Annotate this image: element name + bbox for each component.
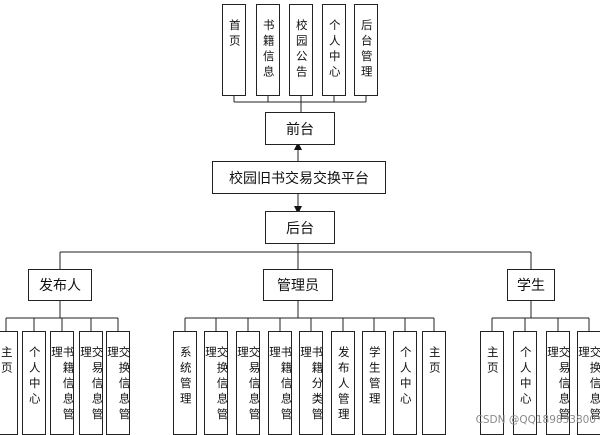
role-student: 学生 — [507, 269, 555, 301]
admin-module-system-mgmt: 系统管理 — [173, 331, 197, 435]
student-module-home: 主页 — [480, 331, 504, 435]
admin-module-book-category-mgmt: 书籍分类管理 — [299, 331, 325, 435]
backend-node: 后台 — [265, 211, 335, 244]
role-publisher: 发布人 — [28, 269, 92, 301]
frontend-module-book-info: 书籍信息 — [256, 4, 280, 96]
student-module-personal-center: 个人中心 — [513, 331, 537, 435]
platform-node: 校园旧书交易交换平台 — [212, 161, 386, 194]
frontend-module-campus-notice: 校园公告 — [289, 4, 313, 96]
frontend-module-personal-center: 个人中心 — [322, 4, 346, 96]
admin-module-book-info-mgmt: 书籍信息管理 — [268, 331, 294, 435]
admin-module-student-mgmt: 学生管理 — [362, 331, 386, 435]
student-module-trade-info-mgmt: 交易信息管理 — [546, 331, 572, 435]
admin-module-home: 主页 — [422, 331, 446, 435]
admin-module-trade-info-mgmt: 交易信息管理 — [236, 331, 262, 435]
publisher-module-personal-center: 个人中心 — [22, 331, 46, 435]
admin-module-personal-center: 个人中心 — [393, 331, 417, 435]
role-admin: 管理员 — [263, 269, 333, 301]
publisher-module-book-info-mgmt: 书籍信息管理 — [50, 331, 76, 435]
publisher-module-exchange-info-mgmt: 交换信息管理 — [106, 331, 132, 435]
admin-module-publisher-mgmt: 发布人管理 — [331, 331, 355, 435]
frontend-module-home: 首页 — [222, 4, 246, 96]
publisher-module-home: 主页 — [0, 331, 18, 435]
frontend-module-admin: 后台管理 — [354, 4, 378, 96]
frontend-node: 前台 — [265, 112, 335, 145]
publisher-module-trade-info-mgmt: 交易信息管理 — [79, 331, 105, 435]
csdn-watermark: CSDN @QQ189853800 — [475, 414, 596, 426]
admin-module-exchange-info-mgmt: 交换信息管理 — [204, 331, 230, 435]
